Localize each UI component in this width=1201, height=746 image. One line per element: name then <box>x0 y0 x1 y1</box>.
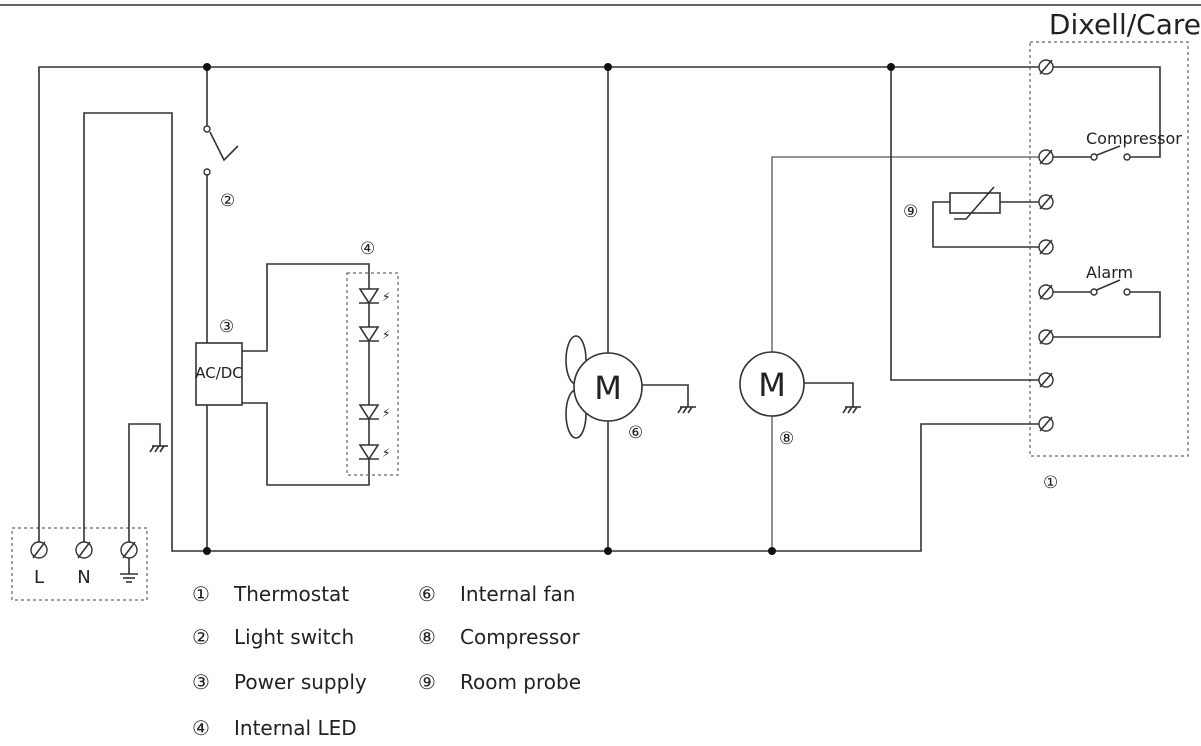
fan-motor-circle <box>573 352 643 422</box>
light-switch-blade <box>209 131 239 162</box>
svg-text:⑥: ⑥ <box>418 582 436 606</box>
wire-earth <box>128 423 161 542</box>
terminal-t8 <box>1038 416 1054 432</box>
svg-text:⚡: ⚡ <box>382 328 390 342</box>
svg-text:⑨: ⑨ <box>418 670 436 694</box>
legend-item-room-probe: ⑨ Room probe <box>418 670 581 694</box>
fan-earth-wire <box>642 384 689 407</box>
compressor-earth-wire <box>804 382 854 407</box>
alarm-contact-label: Alarm <box>1086 263 1133 282</box>
legend-item-internal-fan: ⑥ Internal fan <box>418 582 575 606</box>
terminal-earth <box>120 541 138 559</box>
svg-text:⑧: ⑧ <box>418 625 436 649</box>
alarm-contact-pin-b <box>1123 288 1131 296</box>
power-supply-marker: ③ <box>219 317 234 337</box>
alarm-contact-pin-a <box>1090 288 1098 296</box>
power-input-box <box>11 527 148 601</box>
svg-text:Power supply: Power supply <box>234 670 367 694</box>
svg-text:Thermostat: Thermostat <box>233 582 349 606</box>
earth-symbol-left <box>149 445 168 453</box>
svg-text:⚡: ⚡ <box>382 446 390 460</box>
led-1: ⚡ <box>358 288 390 305</box>
wire-room-probe <box>932 201 1043 248</box>
terminal-t1 <box>1038 59 1054 75</box>
wire-l <box>38 66 1043 542</box>
junction-dots <box>203 63 895 555</box>
thermostat-box <box>1029 41 1189 457</box>
compressor-motor-label: M <box>758 366 786 404</box>
wire-compressor <box>771 156 1043 551</box>
earth-symbol-compressor <box>842 406 861 414</box>
wire-supply-to-led <box>242 263 370 486</box>
wire-thermostat-feed <box>890 67 1043 381</box>
room-probe-marker: ⑨ <box>903 202 918 222</box>
fan-marker: ⑥ <box>628 423 643 443</box>
terminal-t3 <box>1038 194 1054 210</box>
terminal-n-label: N <box>77 567 90 588</box>
led-marker: ④ <box>360 239 375 259</box>
brand-label: Dixell/Care <box>1049 8 1201 41</box>
compressor-contact-pin-b <box>1123 153 1131 161</box>
led-2: ⚡ <box>358 326 390 343</box>
svg-text:③: ③ <box>192 670 210 694</box>
fan-motor-label: M <box>594 369 622 407</box>
legend-item-power-supply: ③ Power supply <box>192 670 367 694</box>
svg-text:Light switch: Light switch <box>234 625 354 649</box>
power-supply-box <box>195 342 243 406</box>
terminal-t4 <box>1038 239 1054 255</box>
svg-text:Internal fan: Internal fan <box>460 582 575 606</box>
light-switch-marker: ② <box>220 191 235 211</box>
alarm-contact <box>1043 279 1161 338</box>
earth-symbol-fan <box>677 406 696 414</box>
legend-item-light-switch: ② Light switch <box>192 625 354 649</box>
led-3: ⚡ <box>358 404 390 421</box>
svg-text:⚡: ⚡ <box>382 290 390 304</box>
compressor-motor-circle <box>739 351 805 417</box>
switch-contact-top <box>203 125 211 133</box>
wire-n <box>83 112 1043 552</box>
svg-text:④: ④ <box>192 716 210 740</box>
led-4: ⚡ <box>358 444 390 461</box>
terminal-t6 <box>1038 329 1054 345</box>
svg-text:⚡: ⚡ <box>382 406 390 420</box>
terminal-l-label: L <box>34 567 44 588</box>
terminal-t7 <box>1038 372 1054 388</box>
led-strip-box <box>346 272 399 476</box>
svg-text:Room probe: Room probe <box>460 670 581 694</box>
compressor-contact-pin-a <box>1090 153 1098 161</box>
terminal-l <box>30 541 48 559</box>
svg-text:Compressor: Compressor <box>460 625 581 649</box>
svg-text:①: ① <box>192 582 210 606</box>
compressor-contact-label: Compressor <box>1086 129 1182 148</box>
room-probe-slash <box>954 186 995 220</box>
power-supply-label: AC/DC <box>195 364 243 382</box>
thermostat-terminals <box>1038 59 1054 432</box>
svg-text:Internal LED: Internal LED <box>234 716 357 740</box>
legend-item-thermostat: ① Thermostat <box>192 582 349 606</box>
svg-text:②: ② <box>192 625 210 649</box>
compressor-marker: ⑧ <box>779 429 794 449</box>
terminal-t2 <box>1038 149 1054 165</box>
terminal-t5 <box>1038 284 1054 300</box>
legend: ① Thermostat ② Light switch ③ Power supp… <box>192 582 581 740</box>
terminal-n <box>75 541 93 559</box>
legend-item-compressor: ⑧ Compressor <box>418 625 581 649</box>
legend-item-internal-led: ④ Internal LED <box>192 716 357 740</box>
earth-symbol-input <box>120 558 138 583</box>
input-terminals <box>30 541 138 559</box>
thermostat-marker: ① <box>1043 473 1058 493</box>
switch-contact-bottom <box>203 168 211 176</box>
room-probe-resistor <box>949 192 1001 214</box>
